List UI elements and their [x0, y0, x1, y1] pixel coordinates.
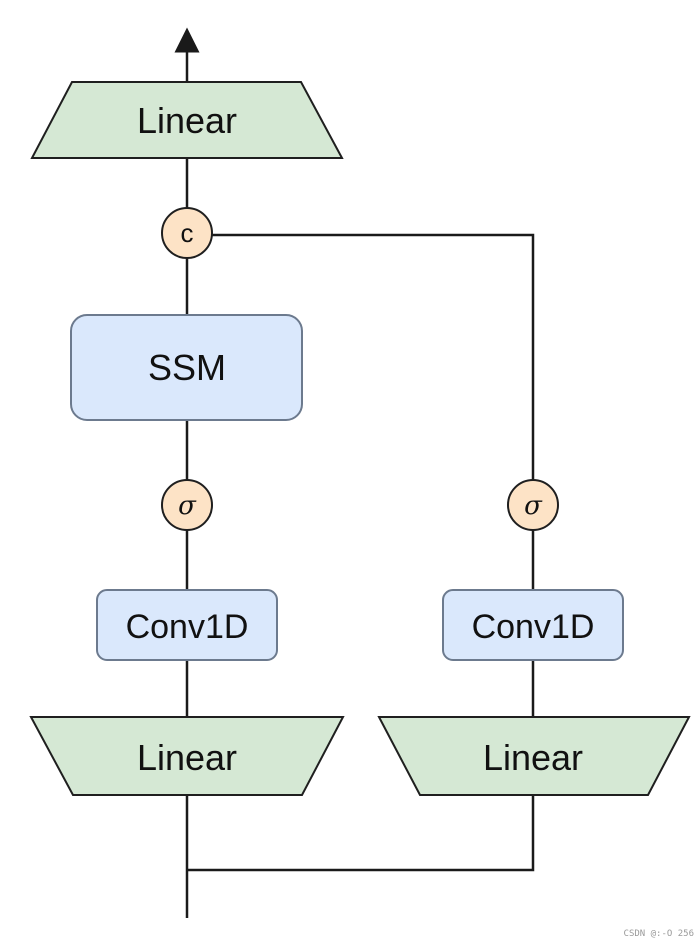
sigma-right-label: σ	[524, 491, 543, 521]
conv-left-shape	[96, 589, 278, 661]
watermark: CSDN @:-O 256	[623, 929, 694, 939]
linear-top-label: Linear	[137, 100, 237, 141]
conv-right-label: Conv1D	[472, 608, 595, 646]
connections	[174, 27, 535, 918]
concat-circle	[161, 207, 213, 259]
ssm-shape	[70, 314, 303, 421]
linear-left-label: Linear	[137, 737, 237, 778]
right-sigma-to-concat-wire	[212, 233, 535, 480]
linear-left-block: Linear	[29, 716, 345, 796]
ssm-label: SSM	[148, 347, 226, 388]
sigma-left-label: σ	[178, 491, 197, 521]
conv-right-block: Conv1D	[442, 589, 624, 661]
sigma-left-circle	[161, 479, 213, 531]
linear-right-label: Linear	[483, 737, 583, 778]
linear-left-shape	[29, 716, 345, 796]
linear-right-shape	[377, 716, 691, 796]
conv-right-shape	[442, 589, 624, 661]
sigma-left-op: σ	[161, 479, 213, 531]
concat-op-label: c	[181, 218, 194, 248]
ssm-block: SSM	[70, 314, 303, 421]
conv-left-label: Conv1D	[126, 608, 249, 646]
conv-left-block: Conv1D	[96, 589, 278, 661]
sigma-right-circle	[507, 479, 559, 531]
sigma-right-op: σ	[507, 479, 559, 531]
linear-top-shape	[30, 81, 344, 159]
linear-right-block: Linear	[377, 716, 691, 796]
branch-wire	[187, 795, 535, 872]
concat-op: c	[161, 207, 213, 259]
linear-top-block: Linear	[30, 81, 344, 159]
